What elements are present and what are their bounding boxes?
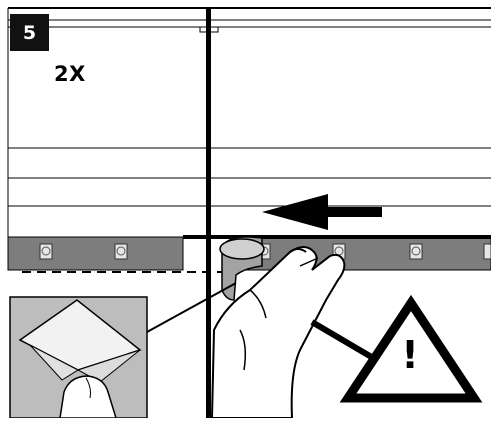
led-chip-icon bbox=[483, 243, 491, 260]
peel-detail-inset bbox=[9, 282, 237, 419]
arrow-left-icon bbox=[262, 194, 382, 230]
step-number-badge: 5 bbox=[10, 14, 49, 51]
repeat-count-label: 2X bbox=[54, 62, 86, 86]
cabinet-frame bbox=[7, 7, 491, 240]
inset-pointer-line bbox=[146, 282, 237, 333]
led-strip-left-segment bbox=[7, 236, 184, 271]
warning-pointer-line bbox=[310, 319, 382, 365]
cabinet-center-post bbox=[206, 8, 211, 418]
warning-exclamation: ! bbox=[401, 333, 419, 377]
hand-illustration bbox=[210, 246, 346, 419]
warning-triangle-icon bbox=[339, 294, 483, 403]
